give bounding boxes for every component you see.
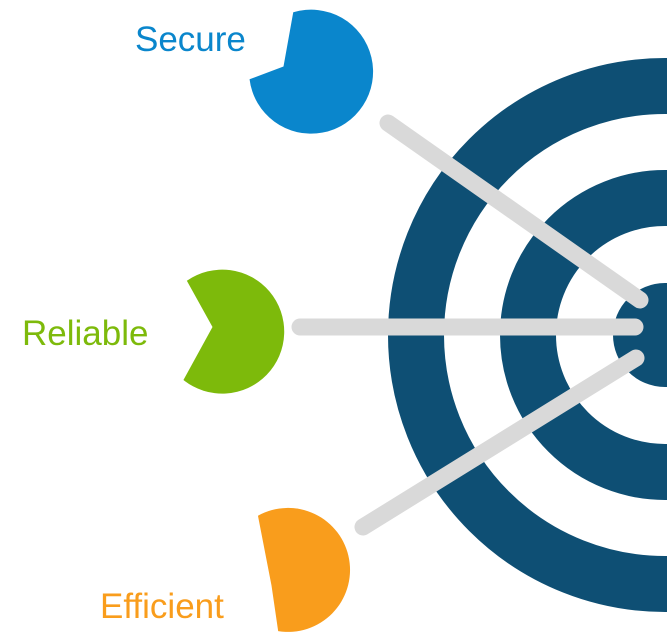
efficient-label: Efficient (100, 587, 224, 626)
efficient-dart-shaft (354, 349, 645, 536)
efficient-dart-head-icon (257, 507, 351, 632)
reliable-dart-head-icon (183, 269, 285, 394)
reliable-label: Reliable (22, 314, 149, 353)
secure-dart-shaft (379, 114, 649, 309)
secure-dart-head-icon (249, 9, 374, 134)
dart-shafts (291, 114, 649, 536)
secure-label: Secure (135, 20, 246, 59)
